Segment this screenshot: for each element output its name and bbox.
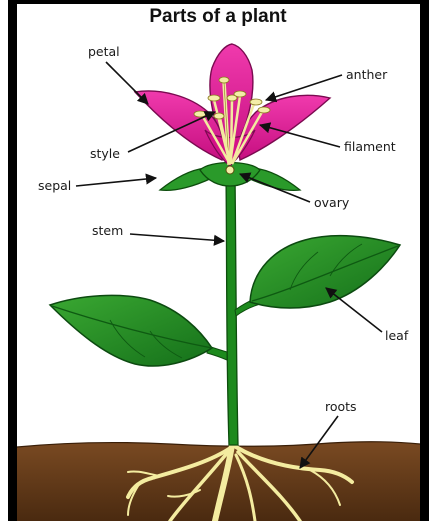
label-sepal-text: sepal (38, 178, 71, 193)
frame-top-border (8, 0, 429, 4)
label-ovary-text: ovary (314, 195, 350, 210)
arrow-stem (130, 234, 224, 241)
arrow-petal (106, 62, 148, 104)
label-stem: stem (92, 223, 224, 241)
label-anther-text: anther (346, 67, 388, 82)
frame-right-border (420, 0, 429, 521)
arrow-leaf (326, 288, 382, 332)
label-filament-text: filament (344, 139, 396, 154)
upper-leaf-shape (250, 236, 400, 308)
arrow-sepal (76, 178, 156, 186)
label-anther: anther (266, 67, 388, 100)
label-petal: petal (88, 44, 148, 104)
label-leaf-text: leaf (385, 328, 409, 343)
label-style-text: style (90, 146, 120, 161)
stem-shape (207, 176, 264, 445)
label-stem-text: stem (92, 223, 123, 238)
label-roots-text: roots (325, 399, 357, 414)
label-sepal: sepal (38, 178, 156, 193)
diagram-title: Parts of a plant (149, 6, 287, 27)
label-petal-text: petal (88, 44, 120, 59)
lower-leaf-shape (50, 295, 212, 366)
frame-left-border (8, 0, 17, 521)
